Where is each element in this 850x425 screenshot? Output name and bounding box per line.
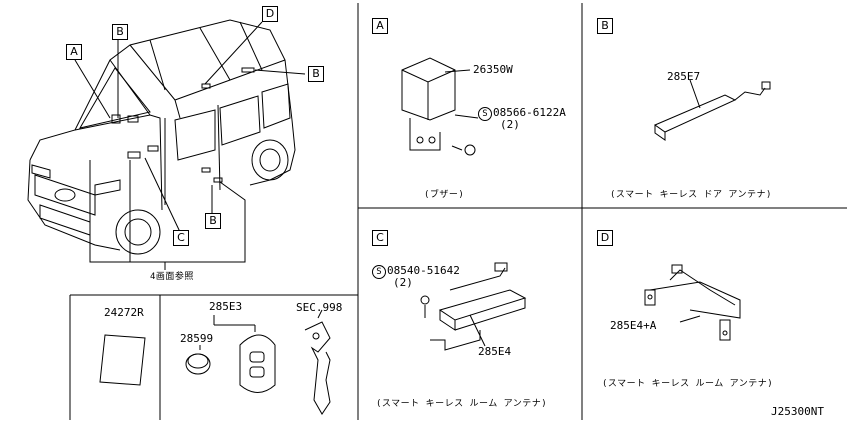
card-drawing <box>99 334 146 386</box>
door-antenna-drawing <box>653 79 771 141</box>
part-08566-6122a: 08566-6122A <box>493 106 566 119</box>
bolt-symbol-a: S <box>478 107 492 121</box>
buzzer-drawing <box>401 57 479 156</box>
vehicle-illustration <box>27 19 306 270</box>
part-bolt-qty-c: (2) <box>393 276 413 289</box>
diagram-id: J25300NT <box>771 405 824 418</box>
callout-b-top: B <box>112 24 128 40</box>
section-d-letter: D <box>597 230 613 246</box>
callout-b-right: B <box>308 66 324 82</box>
caption-d: (スマート キーレス ルーム アンテナ) <box>602 379 774 389</box>
sec-998: SEC.998 <box>296 301 343 314</box>
callout-c: C <box>173 230 189 246</box>
caption-c: (スマート キーレス ルーム アンテナ) <box>376 399 548 409</box>
part-26350w: 26350W <box>473 63 513 76</box>
mechanical-key-drawing <box>304 309 331 415</box>
section-c-letter: C <box>372 230 388 246</box>
part-285e4: 285E4 <box>478 345 512 358</box>
section-a-letter: A <box>372 18 388 34</box>
part-bolt-qty-a: (2) <box>500 118 520 131</box>
vehicle-footnote: 4画面参照 <box>150 272 194 282</box>
part-285e3: 285E3 <box>209 300 243 313</box>
callout-d: D <box>262 6 278 22</box>
callout-a: A <box>66 44 82 60</box>
room-antenna-c-drawing <box>420 262 527 351</box>
caption-b: (スマート キーレス ドア アンテナ) <box>610 190 772 200</box>
part-285e7: 285E7 <box>667 70 701 83</box>
key-fob-drawing <box>185 315 276 393</box>
part-08540-51642: 08540-51642 <box>387 264 460 277</box>
bolt-symbol-c: S <box>372 265 386 279</box>
callout-b-door: B <box>205 213 221 229</box>
part-285e4-a: 285E4+A <box>610 319 657 332</box>
section-b-letter: B <box>597 18 613 34</box>
room-antenna-d-drawing <box>644 264 741 341</box>
panel-frame <box>69 3 847 420</box>
caption-a: (ブザー) <box>424 190 465 200</box>
part-28599: 28599 <box>180 332 214 345</box>
part-24272r: 24272R <box>104 306 144 319</box>
